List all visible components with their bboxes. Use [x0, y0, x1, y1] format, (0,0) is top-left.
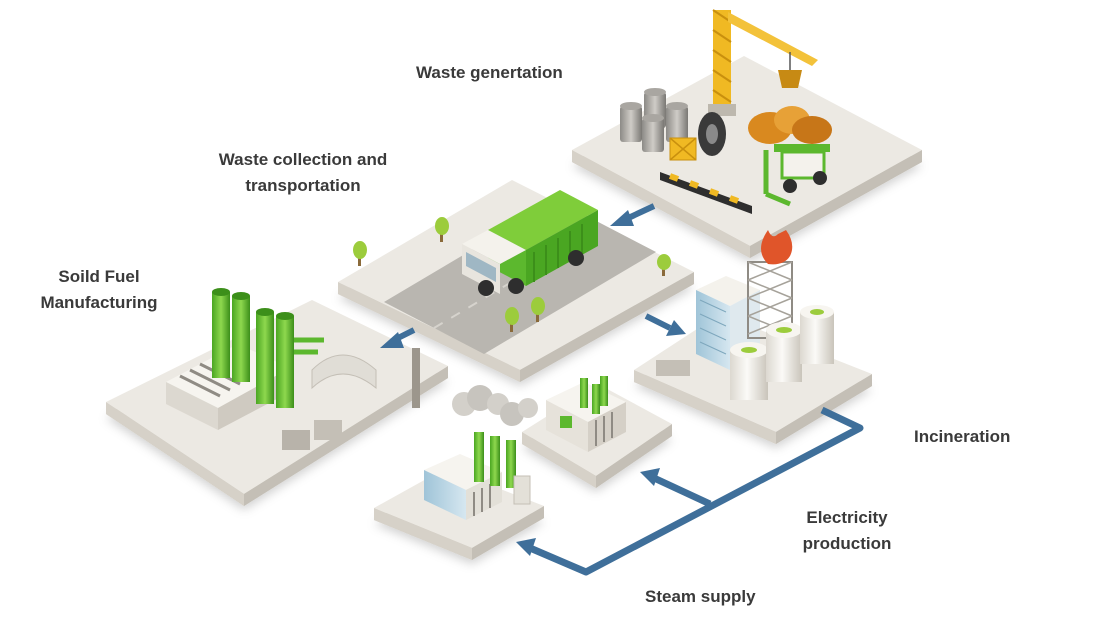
storage-tanks-icon [730, 305, 834, 400]
pipe-incineration-to-plants [516, 406, 864, 576]
garbage-truck-icon [462, 190, 598, 296]
label-solid-fuel: Soild Fuel Manufacturing [28, 264, 170, 316]
label-waste-collection-line2: transportation [245, 176, 361, 195]
arrow-generation-to-collection [610, 203, 656, 226]
rubble-pile-icon [748, 106, 832, 144]
barrier-stripe-icon [660, 172, 752, 214]
label-electricity-line1: Electricity [806, 508, 888, 527]
tree-icon [353, 217, 671, 332]
barrels-icon [620, 88, 688, 152]
steam-cloud-icon [452, 385, 538, 426]
label-incineration: Incineration [914, 427, 1011, 446]
arrow-collection-to-incineration [644, 313, 686, 336]
flame-icon [761, 230, 793, 265]
crane-icon [708, 9, 818, 116]
forklift-icon [763, 144, 830, 207]
label-solid-fuel-line1: Soild Fuel [58, 267, 140, 286]
label-waste-collection: Waste collection and transportation [200, 147, 406, 199]
power-plant-icon [546, 376, 626, 452]
label-steam-supply: Steam supply [645, 587, 756, 606]
label-electricity-line2: production [802, 534, 892, 553]
label-waste-generation: Waste genertation [416, 63, 563, 82]
smokestacks-icon [212, 288, 324, 408]
platform-waste-generation [572, 56, 922, 258]
label-electricity: Electricity production [790, 505, 904, 557]
steam-plant-icon [424, 432, 531, 520]
label-waste-collection-line1: Waste collection and [218, 150, 388, 169]
crate-icon [669, 137, 697, 161]
label-solid-fuel-line2: Manufacturing [40, 293, 158, 312]
platform-steam-supply [374, 468, 544, 560]
tire-icon [698, 112, 726, 156]
arrow-collection-to-fuel [380, 327, 416, 348]
